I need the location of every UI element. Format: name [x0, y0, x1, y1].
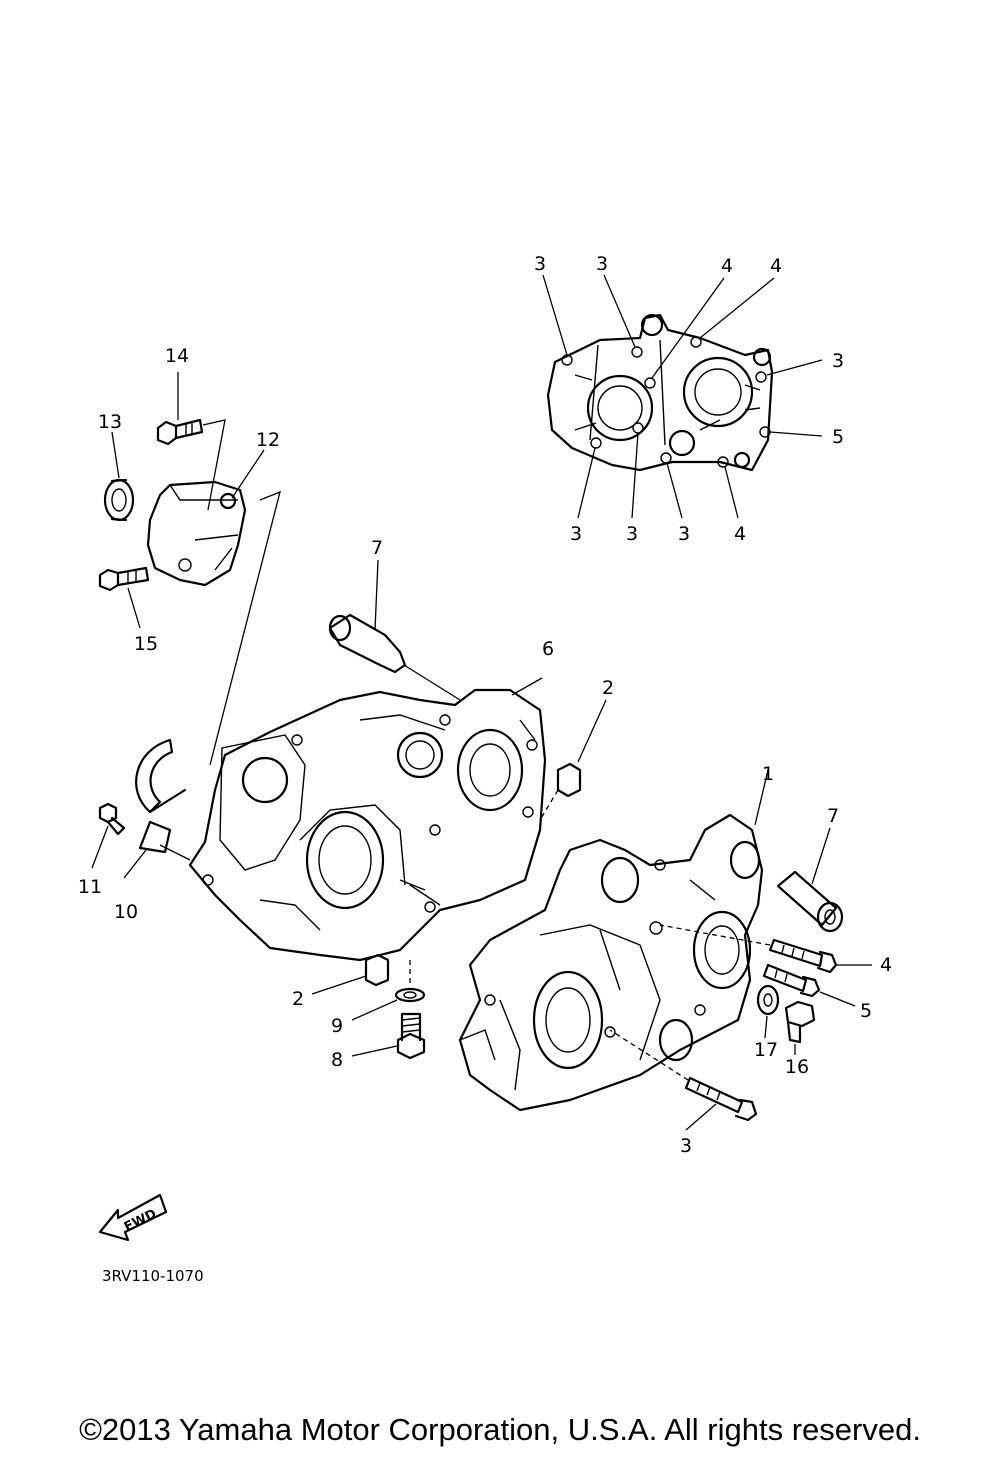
- inset-leader-lines: [542, 274, 823, 519]
- callout-3: 3: [596, 253, 608, 275]
- callout-11: 11: [78, 876, 102, 898]
- case-bolt-holes: [484, 859, 706, 1038]
- callout-4: 4: [721, 255, 733, 277]
- forward-direction-arrow: FWD: [98, 1193, 168, 1242]
- callout-3: 3: [626, 523, 638, 545]
- callout-13: 13: [98, 411, 122, 433]
- bolt-15: [98, 566, 150, 629]
- bolt-3: [609, 1029, 758, 1131]
- gasket-9: [351, 960, 426, 1021]
- bolt-4: [659, 924, 872, 974]
- callout-4: 4: [880, 954, 892, 976]
- callout-12: 12: [256, 429, 280, 451]
- bolt-5: [762, 963, 856, 1007]
- callout-7: 7: [827, 805, 839, 827]
- callout-3: 3: [534, 253, 546, 275]
- callout-10: 10: [114, 901, 138, 923]
- callout-1: 1: [762, 763, 774, 785]
- part-code: 3RV110-1070: [102, 1267, 204, 1285]
- callout-2: 2: [602, 677, 614, 699]
- callout-9: 9: [331, 1015, 343, 1037]
- callout-2: 2: [292, 988, 304, 1010]
- bolt-14: [156, 372, 204, 446]
- callout-3: 3: [570, 523, 582, 545]
- dowel-pin-2-upper: [539, 699, 607, 821]
- callout-16: 16: [785, 1056, 809, 1078]
- case-bolt-holes: [202, 714, 538, 913]
- callout-6: 6: [542, 638, 554, 660]
- callout-labels: 3 3 4 4 3 5 3 3 3 4 14 13 12 15 7 6 2 1 …: [78, 253, 892, 1157]
- callout-5: 5: [832, 426, 844, 448]
- bearing-stopper-10: [123, 738, 191, 879]
- screw-11: [91, 802, 126, 869]
- bolt-16: [784, 1000, 816, 1055]
- callout-3: 3: [680, 1135, 692, 1157]
- copyright-notice: ©2013 Yamaha Motor Corporation, U.S.A. A…: [79, 1412, 921, 1447]
- oil-seal-13: [103, 431, 135, 522]
- callout-4: 4: [770, 255, 782, 277]
- dowel-pin-2-lower: [311, 953, 390, 995]
- callout-17: 17: [754, 1039, 778, 1061]
- crankcase-bolt-location-inset: [542, 274, 823, 519]
- callout-7: 7: [371, 537, 383, 559]
- fwd-label: FWD: [122, 1207, 159, 1235]
- washer-17: [756, 984, 780, 1039]
- callout-5: 5: [860, 1000, 872, 1022]
- housing-12: [146, 449, 265, 587]
- drain-plug-8: [351, 1012, 426, 1060]
- callout-15: 15: [134, 633, 158, 655]
- drive-housing-assembly: [98, 372, 281, 766]
- callout-14: 14: [165, 345, 189, 367]
- callout-8: 8: [331, 1049, 343, 1071]
- callout-3: 3: [832, 350, 844, 372]
- callout-4: 4: [734, 523, 746, 545]
- crankcase-half-6: [188, 677, 547, 962]
- sleeve-7-lower: [776, 827, 844, 933]
- sleeve-7-upper: [328, 559, 461, 701]
- callout-3: 3: [678, 523, 690, 545]
- crankcase-half-1: [458, 769, 769, 1112]
